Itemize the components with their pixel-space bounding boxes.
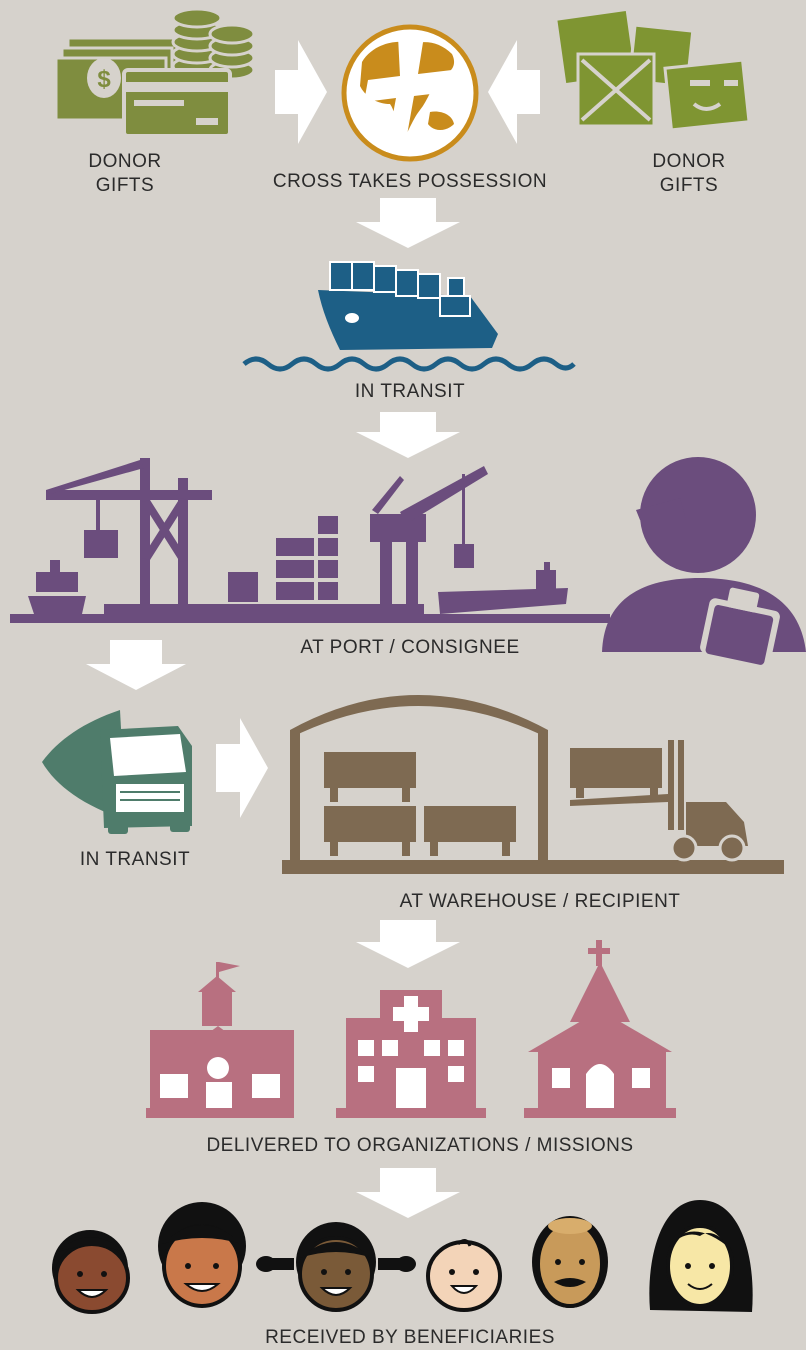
arrow-left-icon — [488, 40, 540, 144]
boy-face-icon — [52, 1230, 130, 1314]
beneficiaries-label: RECEIVED BY BENEFICIARIES — [265, 1327, 555, 1348]
cross-possession-label: CROSS TAKES POSSESSION — [272, 171, 548, 192]
ship-transit-label: IN TRANSIT — [354, 381, 466, 402]
delivered-missions-label: DELIVERED TO ORGANIZATIONS / MISSIONS — [206, 1135, 634, 1156]
supply-boxes-icon — [554, 7, 751, 132]
hospital-icon — [336, 990, 486, 1118]
cargo-ship-icon — [242, 261, 576, 372]
woman-face-icon — [649, 1200, 753, 1312]
pigtails-girl-face-icon — [256, 1222, 416, 1312]
arrow-down-icon — [356, 412, 460, 458]
port-consignee-label: AT PORT / CONSIGNEE — [300, 637, 520, 658]
arrow-down-icon — [86, 640, 186, 690]
truck-transit-label: IN TRANSIT — [79, 849, 191, 870]
donor-gifts-left-line1: DONOR — [88, 151, 162, 172]
warehouse-forklift-icon — [282, 695, 784, 874]
arrow-right-icon — [275, 40, 327, 144]
port-cranes-icon — [10, 458, 610, 623]
donor-gifts-right-line2: GIFTS — [659, 175, 719, 196]
globe-cross-logo — [341, 24, 479, 162]
old-man-face-icon — [532, 1216, 608, 1308]
donor-gifts-left-line2: GIFTS — [95, 175, 155, 196]
arrow-down-icon — [356, 1168, 460, 1218]
donor-gifts-right-label: DONOR GIFTS — [624, 150, 754, 198]
warehouse-recipient-label: AT WAREHOUSE / RECIPIENT — [399, 891, 681, 912]
consignee-worker-icon — [602, 457, 806, 666]
arrow-right-icon — [216, 718, 268, 818]
curly-hair-face-icon — [158, 1202, 246, 1308]
svg-text:$: $ — [97, 66, 111, 93]
baby-face-icon — [426, 1239, 502, 1312]
arrow-down-icon — [356, 198, 460, 248]
money-and-cards-icon: $ — [54, 7, 256, 138]
donor-gifts-right-line1: DONOR — [652, 151, 726, 172]
truck-icon — [42, 710, 192, 834]
school-icon — [146, 962, 294, 1118]
church-icon — [524, 940, 676, 1118]
donor-gifts-left-label: DONOR GIFTS — [60, 150, 190, 198]
arrow-down-icon — [356, 920, 460, 968]
